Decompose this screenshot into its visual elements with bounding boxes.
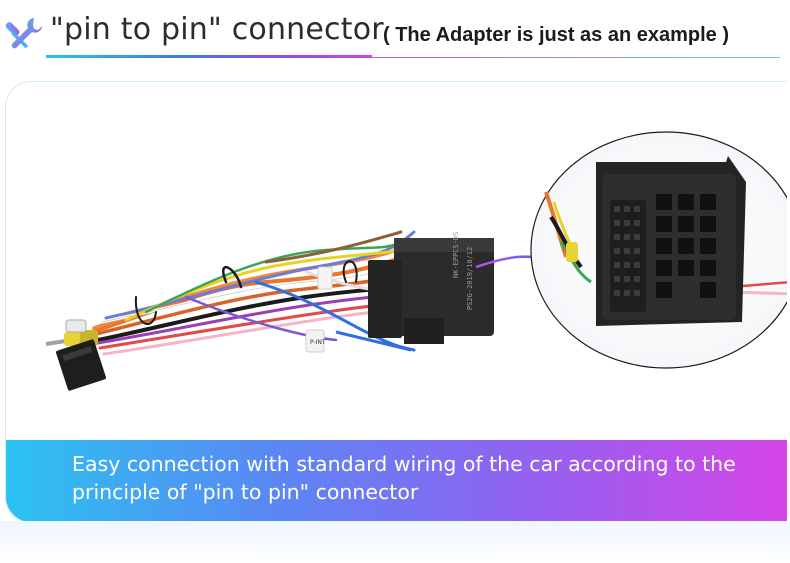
wire-bundle [89, 230, 432, 356]
adapter-label-2: PS2G-2019/10/12 [466, 247, 474, 310]
header-divider [372, 57, 780, 58]
product-card: NK-EPPCS-DS PS2G-2019/10/12 P-INT [5, 81, 787, 523]
blue-lead [335, 330, 412, 352]
page-title: "pin to pin" connector [50, 12, 384, 47]
adapter-label-1: NK-EPPCS-DS [452, 232, 460, 278]
caption-banner: Easy connection with standard wiring of … [6, 440, 787, 522]
page-subtitle: ( The Adapter is just as an example ) [383, 24, 730, 46]
iso-plug [56, 339, 106, 391]
bottom-glow [0, 521, 790, 563]
harness-illustration: NK-EPPCS-DS PS2G-2019/10/12 P-INT [45, 131, 787, 391]
caption-line-1: Easy connection with standard wiring of … [72, 452, 736, 476]
wire-tag [305, 329, 325, 353]
page-header: "pin to pin" connector ( The Adapter is … [0, 0, 790, 70]
caption-text: Easy connection with standard wiring of … [72, 450, 787, 506]
wire-tag-2 [317, 266, 333, 290]
adapter-box: NK-EPPCS-DS PS2G-2019/10/12 [368, 232, 494, 344]
zoom-inset [530, 131, 787, 369]
caption-line-2: principle of "pin to pin" connector [72, 480, 419, 504]
wire-tag-text: P-INT [310, 339, 326, 346]
title-underline [46, 55, 372, 58]
tools-icon [5, 18, 42, 49]
